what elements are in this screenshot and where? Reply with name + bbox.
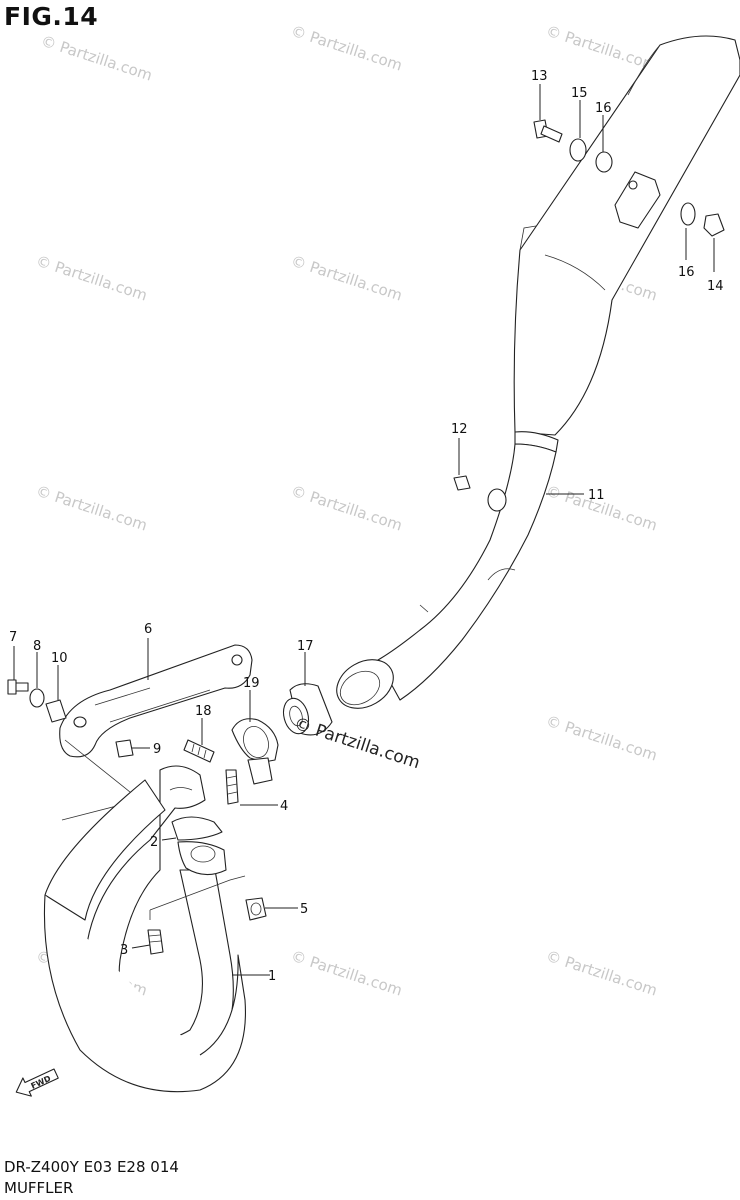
bracket-hole [231,654,243,666]
callout-3: 3 [120,943,128,958]
watermark: © Partzilla.com [289,947,405,1000]
watermark: © Partzilla.com [34,252,150,305]
nut-9 [115,739,134,758]
muffler-mounting-bracket [614,171,661,229]
watermark: © Partzilla.com [544,947,660,1000]
leader-lines [13,84,715,976]
muffler-assembly [513,35,740,453]
pipe-boss [487,488,507,512]
callout-16: 16 [678,265,695,280]
forward-arrow-icon: FWD [15,1068,59,1097]
watermark: © Partzilla.com [39,32,155,85]
section-name: MUFFLER [4,1179,74,1197]
muffler-bracket [59,644,253,821]
model-code: DR-Z400Y E03 E28 014 [4,1158,179,1176]
watermark: © Partzilla.com [544,22,660,75]
callout-4: 4 [280,799,288,814]
callout-8: 8 [33,639,41,654]
callout-labels: 1 2 3 4 5 6 7 8 9 10 11 12 13 14 15 16 1… [9,69,724,984]
washer-8 [29,688,45,708]
callout-10: 10 [51,651,68,666]
washer-15 [569,138,587,162]
nut-14 [703,213,725,237]
bolt-13 [533,119,563,143]
callout-16: 16 [595,101,612,116]
callout-18: 18 [195,704,212,719]
bracket-hole [628,180,638,190]
pipe-clamp [231,718,279,785]
callout-13: 13 [531,69,548,84]
watermark: © Partzilla.com [289,482,405,535]
spring-4 [225,769,239,805]
watermark: © Partzilla.com [289,252,405,305]
stud-bolt-3 [147,929,164,955]
exhaust-pipe [43,765,247,1093]
callout-7: 7 [9,630,17,645]
watermark: © Partzilla.com [544,712,660,765]
connector-gasket [282,683,333,736]
stud-guide [149,875,246,920]
pipe-end [336,659,394,709]
callout-14: 14 [707,279,724,294]
callout-15: 15 [571,86,588,101]
callout-12: 12 [451,422,468,437]
bolt-12 [453,475,471,491]
exhaust-connector-pipe [336,443,557,709]
callout-1: 1 [268,969,276,984]
muffler-canister [513,35,740,436]
callout-6: 6 [144,622,152,637]
figure-title: FIG.14 [4,2,99,31]
bolt-7 [7,679,29,695]
callout-5: 5 [300,902,308,917]
watermark-main: © Partzilla.com [291,714,422,774]
callout-11: 11 [588,488,605,503]
callout-2: 2 [150,835,158,850]
callout-17: 17 [297,639,314,654]
cushion-10 [45,699,67,723]
washer-16 [680,202,696,226]
watermark: © Partzilla.com [34,482,150,535]
watermark-layer: © Partzilla.com © Partzilla.com © Partzi… [34,22,660,1000]
watermark: © Partzilla.com [289,22,405,75]
callout-9: 9 [153,742,161,757]
nut-5 [245,897,267,921]
bracket-hole [73,716,87,728]
washer-16 [595,151,613,173]
clamp-bolt [183,739,215,763]
fwd-label: FWD [29,1074,52,1091]
exhaust-gasket-2 [171,816,227,876]
callout-19: 19 [243,676,260,691]
